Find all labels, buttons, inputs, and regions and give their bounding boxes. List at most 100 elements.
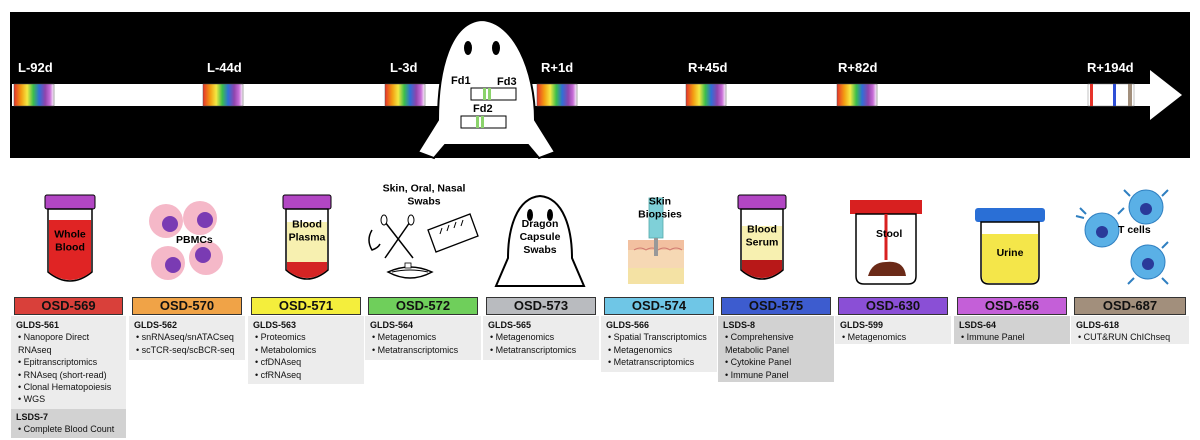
- assay-item: Proteomics: [255, 331, 359, 343]
- sample-marker-l3: [384, 83, 426, 107]
- timeline-arrow-shaft: [12, 84, 1152, 106]
- timeline-label: L-3d: [390, 60, 418, 75]
- osd-571-header: OSD-571: [251, 297, 361, 315]
- assay-item: Clonal Hematopoiesis: [18, 381, 121, 393]
- t-cells-icon: T cells: [1075, 189, 1169, 285]
- sample-marker-l44: [202, 83, 244, 107]
- glds-id: GLDS-618: [1076, 320, 1120, 330]
- glds-id: GLDS-563: [253, 320, 297, 330]
- sample-marker-r45: [685, 83, 727, 107]
- glds-id: GLDS-565: [488, 320, 532, 330]
- osd-574-header: OSD-574: [604, 297, 714, 315]
- assay-item: Immune Panel: [725, 369, 829, 381]
- glds-id: GLDS-599: [840, 320, 884, 330]
- assay-item: snRNAseq/snATACseq: [136, 331, 240, 343]
- flight-day-label: Fd1: [451, 75, 471, 87]
- assay-item: Metatranscriptomics: [608, 356, 712, 368]
- urine-container-icon: Urine: [975, 208, 1045, 285]
- osd-574-panel: GLDS-566 Spatial Transcriptomics Metagen…: [601, 316, 717, 372]
- assay-item: Comprehensive Metabolic Panel: [725, 331, 829, 356]
- timeline-label: L-92d: [18, 60, 53, 75]
- osd-573-panel: GLDS-565 Metagenomics Metatranscriptomic…: [483, 316, 599, 360]
- assay-item: WGS: [18, 393, 121, 405]
- lsds-subpanel: LSDS-7 Complete Blood Count: [11, 408, 126, 438]
- assay-item: CUT&RUN ChIChseq: [1078, 331, 1184, 343]
- osd-687-panel: GLDS-618 CUT&RUN ChIChseq: [1071, 316, 1189, 344]
- assay-item: scTCR-seq/scBCR-seq: [136, 344, 240, 356]
- glds-id: GLDS-561: [16, 320, 60, 330]
- lsds-id: LSDS-8: [723, 320, 756, 330]
- sample-marker-r194: [1087, 83, 1135, 107]
- glds-id: GLDS-562: [134, 320, 178, 330]
- timeline-labels: L-92d L-44d L-3d R+1d R+45d R+82d R+194d: [18, 60, 1134, 75]
- sample-label: Stool: [876, 228, 902, 240]
- osd-570-header: OSD-570: [132, 297, 242, 315]
- assay-item: Cytokine Panel: [725, 356, 829, 368]
- stool-container-icon: Stool: [850, 200, 922, 285]
- sample-marker-r82: [836, 83, 878, 107]
- osd-570-panel: GLDS-562 snRNAseq/snATACseq scTCR-seq/sc…: [129, 316, 245, 360]
- assay-list: Nanopore Direct RNAseq Epitranscriptomic…: [16, 331, 121, 405]
- timeline-arrow-head: [1150, 70, 1182, 120]
- assay-item: Nanopore Direct RNAseq: [18, 331, 121, 356]
- osd-630-header: OSD-630: [838, 297, 948, 315]
- osd-571-panel: GLDS-563 Proteomics Metabolomics cfDNAse…: [248, 316, 364, 384]
- timeline-label: R+1d: [541, 60, 573, 75]
- osd-656-panel: LSDS-64 Immune Panel: [954, 316, 1070, 344]
- glds-id: GLDS-564: [370, 320, 414, 330]
- timeline-markers: [13, 83, 1135, 107]
- glds-id: GLDS-566: [606, 320, 650, 330]
- assay-item: Metagenomics: [372, 331, 476, 343]
- osd-630-panel: GLDS-599 Metagenomics: [835, 316, 951, 344]
- sample-marker-l92: [13, 83, 55, 107]
- timeline-label: R+194d: [1087, 60, 1134, 75]
- osd-569-panel: GLDS-561 Nanopore Direct RNAseq Epitrans…: [11, 316, 126, 438]
- sample-label: Urine: [997, 247, 1024, 259]
- assay-item: RNAseq (short-read): [18, 369, 121, 381]
- assay-item: Metagenomics: [608, 344, 712, 356]
- timeline-label: R+45d: [688, 60, 727, 75]
- osd-569-header: OSD-569: [14, 297, 123, 315]
- osd-575-header: OSD-575: [721, 297, 831, 315]
- osd-572-panel: GLDS-564 Metagenomics Metatranscriptomic…: [365, 316, 481, 360]
- sample-marker-r1: [536, 83, 578, 107]
- sample-label: T cells: [1118, 224, 1151, 236]
- flight-day-label: Fd2: [473, 103, 493, 115]
- osd-687-header: OSD-687: [1074, 297, 1186, 315]
- assay-item: Metatranscriptomics: [490, 344, 594, 356]
- lsds-id: LSDS-64: [959, 320, 997, 330]
- assay-item: Metabolomics: [255, 344, 359, 356]
- assay-item: Metagenomics: [842, 331, 946, 343]
- sample-label: PBMCs: [176, 234, 213, 246]
- assay-item: cfRNAseq: [255, 369, 359, 381]
- lsds-id: LSDS-7: [16, 411, 49, 422]
- assay-item: Metatranscriptomics: [372, 344, 476, 356]
- timeline-label: R+82d: [838, 60, 877, 75]
- osd-572-header: OSD-572: [368, 297, 478, 315]
- pbmc-cells-icon: PBMCs: [149, 201, 223, 280]
- flight-day-marker: [470, 87, 517, 101]
- spacecraft-icon: Fd1 Fd3 Fd2: [416, 18, 557, 160]
- assay-item: Immune Panel: [961, 331, 1065, 343]
- osd-575-panel: LSDS-8 Comprehensive Metabolic Panel Cyt…: [718, 316, 834, 382]
- assay-item: Metagenomics: [490, 331, 594, 343]
- assay-item: Spatial Transcriptomics: [608, 331, 712, 343]
- assay-item: Epitranscriptomics: [18, 356, 121, 368]
- osd-573-header: OSD-573: [486, 297, 596, 315]
- timeline-label: L-44d: [207, 60, 242, 75]
- assay-item: Complete Blood Count: [18, 423, 121, 435]
- flight-day-label: Fd3: [497, 76, 517, 88]
